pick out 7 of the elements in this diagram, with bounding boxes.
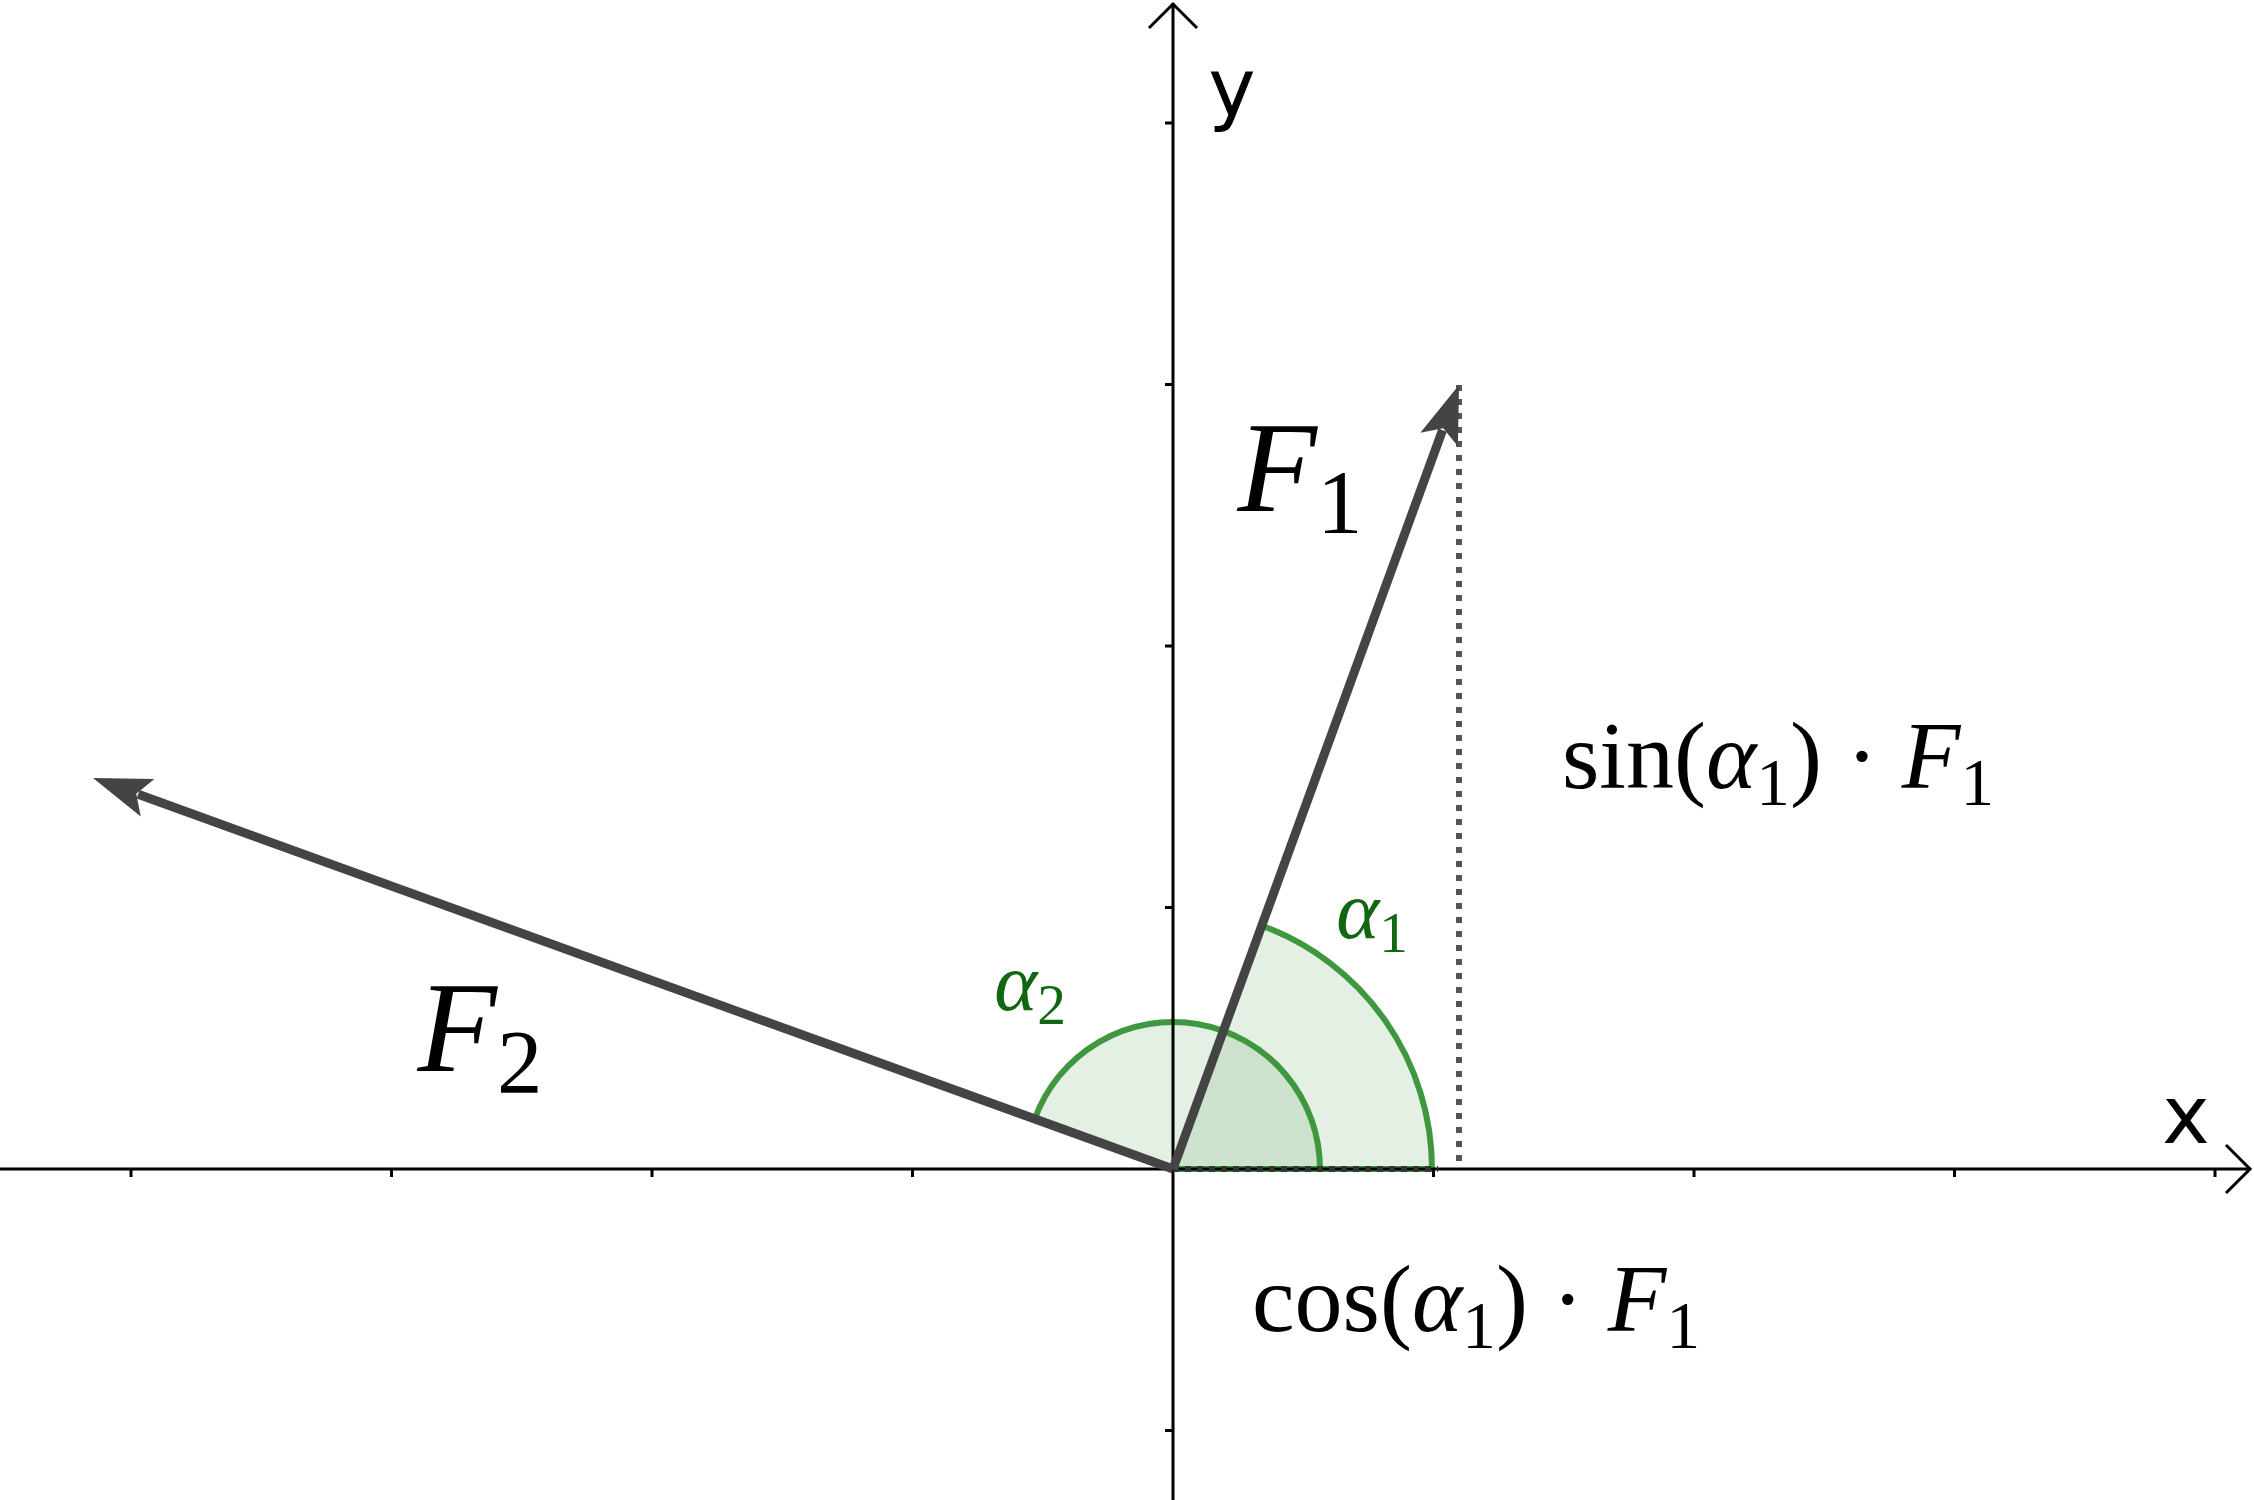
axis-label: x	[2162, 1076, 2210, 1156]
vector-label: F$_{1}$	[1237, 401, 1363, 549]
component-label: sin(α$_{1}$) · F$_{1}$	[1561, 708, 1995, 816]
component-label: cos(α$_{1}$) · F$_{1}$	[1251, 1251, 1701, 1359]
angle-label: α$_{1}$	[1336, 870, 1408, 962]
angle-label: α$_{2}$	[994, 942, 1066, 1034]
vector-label: F$_{2}$	[417, 961, 543, 1109]
